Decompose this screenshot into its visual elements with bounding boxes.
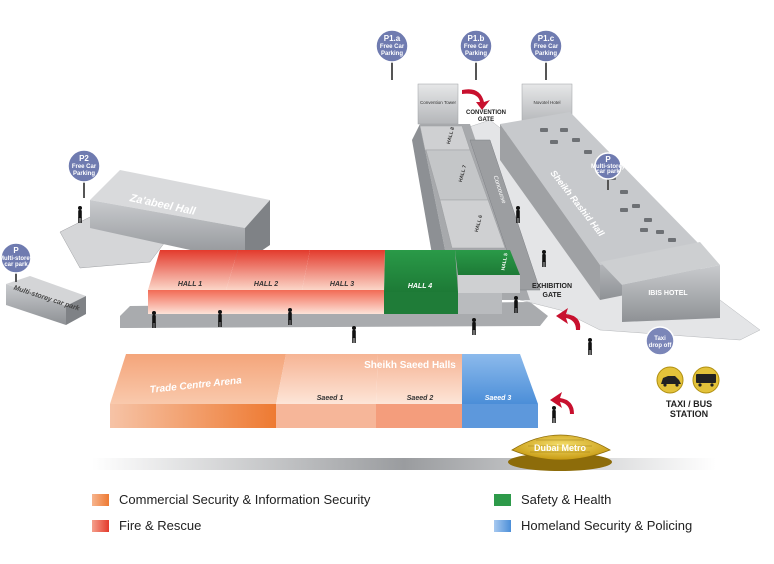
legend-label: Commercial Security & Information Securi… (119, 492, 371, 507)
trade-centre-arena[interactable]: Trade Centre Arena (110, 354, 286, 428)
ibis-hotel-label: IBIS HOTEL (648, 290, 688, 297)
legend-swatch (494, 493, 511, 506)
taxi-dropoff-label-2: drop off (649, 343, 673, 349)
exhibition-gate[interactable]: EXHIBITION GATE (532, 283, 572, 299)
hall-2[interactable]: HALL 2 (226, 250, 310, 314)
legend-label: Homeland Security & Policing (521, 518, 693, 533)
exhibition-gate-label-2: GATE (543, 292, 562, 299)
hall-1-label: HALL 1 (178, 281, 202, 288)
parking-p1a-code: P1.a (384, 34, 401, 43)
hall-1[interactable]: HALL 1 (148, 250, 238, 314)
convention-tower[interactable]: Convention Tower (417, 83, 459, 125)
hall-3-label: HALL 3 (330, 281, 354, 288)
parking-p2-code: P2 (79, 154, 89, 163)
legend-swatch (92, 519, 109, 532)
saeed-3[interactable]: Saeed 3 (462, 354, 538, 428)
saeed-2-label: Saeed 2 (407, 395, 434, 402)
legend-swatch (92, 493, 109, 506)
taxi-icon (656, 366, 684, 394)
legend-item-homeland: Homeland Security & Policing (494, 518, 692, 533)
legend-item-safety: Safety & Health (494, 492, 611, 507)
entry-arrow-icon (556, 308, 581, 330)
entry-arrow-icon (550, 392, 574, 414)
convention-gate-label-1: CONVENTION (466, 110, 506, 116)
parking-p2-text-2: Parking (73, 171, 95, 177)
hall-5[interactable]: HALL 5 (455, 250, 520, 314)
parking-p1b-text-1: Free Car (464, 44, 489, 50)
parking-p2-text-1: Free Car (72, 164, 97, 170)
pedestrian-icons (78, 206, 592, 423)
saeed-1-label: Saeed 1 (317, 395, 344, 402)
hall-6[interactable]: HALL 6 (439, 199, 506, 249)
taxi-bus-label-2: STATION (670, 409, 708, 419)
ibis-hotel[interactable]: IBIS HOTEL (600, 242, 720, 322)
legend-item-fire: Fire & Rescue (92, 518, 201, 533)
legend-swatch (494, 519, 511, 532)
parking-pin-p1b[interactable]: P1.b Free Car Parking (459, 29, 493, 80)
legend-item-commercial: Commercial Security & Information Securi… (92, 492, 370, 507)
entry-arrow-icon (462, 89, 490, 110)
convention-gate-label-2: GATE (478, 117, 494, 123)
parking-p1c-text-1: Free Car (534, 44, 559, 50)
multistorey-car-park-west[interactable]: Multi-storey car park (6, 276, 86, 325)
parking-p1c-code: P1.c (538, 34, 555, 43)
parking-mw-text-1: Multi-storey (0, 256, 34, 262)
concourse[interactable]: Concourse (469, 139, 541, 291)
parking-me-text-1: Multi-storey (591, 164, 626, 170)
parking-p1a-text-2: Parking (381, 51, 403, 57)
hall-6-label: HALL 6 (474, 214, 484, 233)
parking-pin-p2[interactable]: P2 Free Car Parking (67, 149, 101, 198)
parking-p1c-text-2: Parking (535, 51, 557, 57)
taxi-dropoff-label-1: Taxi (654, 336, 666, 342)
parking-mw-code: P (13, 246, 19, 255)
parking-p1a-text-1: Free Car (380, 44, 405, 50)
metro-track (92, 458, 716, 470)
hall-5-label: HALL 5 (501, 253, 510, 271)
parking-pin-multistorey-east[interactable]: P Multi-storey car park (591, 152, 626, 190)
parking-p1b-code: P1.b (468, 34, 485, 43)
bus-icon (692, 366, 720, 394)
convention-gate[interactable]: CONVENTION GATE (466, 110, 506, 123)
hall-3[interactable]: HALL 3 (302, 250, 385, 314)
rooftop-cars (540, 128, 676, 242)
parking-pin-multistorey-west[interactable]: P Multi-storey car park (0, 242, 34, 282)
parking-pin-p1c[interactable]: P1.c Free Car Parking (529, 29, 563, 80)
saeed-1[interactable]: Saeed 1 (276, 354, 378, 428)
hall-8-label: HALL 8 (446, 126, 456, 145)
parking-me-code: P (605, 155, 611, 164)
exhibition-gate-label-1: EXHIBITION (532, 283, 572, 290)
legend-label: Safety & Health (521, 492, 612, 507)
dubai-metro-label: Dubai Metro (534, 443, 587, 453)
taxi-bus-label-1: TAXI / BUS (666, 399, 712, 409)
zaabeel-hall[interactable]: Za'abeel Hall (90, 170, 270, 262)
parking-pin-p1a[interactable]: P1.a Free Car Parking (375, 29, 409, 80)
sheikh-saeed-halls-label: Sheikh Saeed Halls (364, 360, 456, 371)
hall-4-label: HALL 4 (408, 283, 432, 290)
dubai-metro-station[interactable]: Dubai Metro (508, 434, 612, 471)
hall-8[interactable]: HALL 8 (419, 125, 471, 151)
hall-2-label: HALL 2 (254, 281, 278, 288)
saeed-3-label: Saeed 3 (485, 395, 512, 402)
saeed-2[interactable]: Saeed 2 (376, 354, 462, 428)
parking-mw-text-2: car park (4, 262, 28, 268)
hall-4[interactable]: HALL 4 (384, 250, 458, 314)
taxi-dropoff-marker[interactable]: Taxi drop off (645, 326, 675, 356)
convention-tower-label: Convention Tower (420, 100, 456, 105)
parking-p1b-text-2: Parking (465, 51, 487, 57)
novotel-label: Novotel Hotel (533, 100, 560, 105)
legend-label: Fire & Rescue (119, 518, 202, 533)
parking-me-text-2: car park (596, 169, 620, 175)
hall-7-label: HALL 7 (458, 164, 468, 183)
